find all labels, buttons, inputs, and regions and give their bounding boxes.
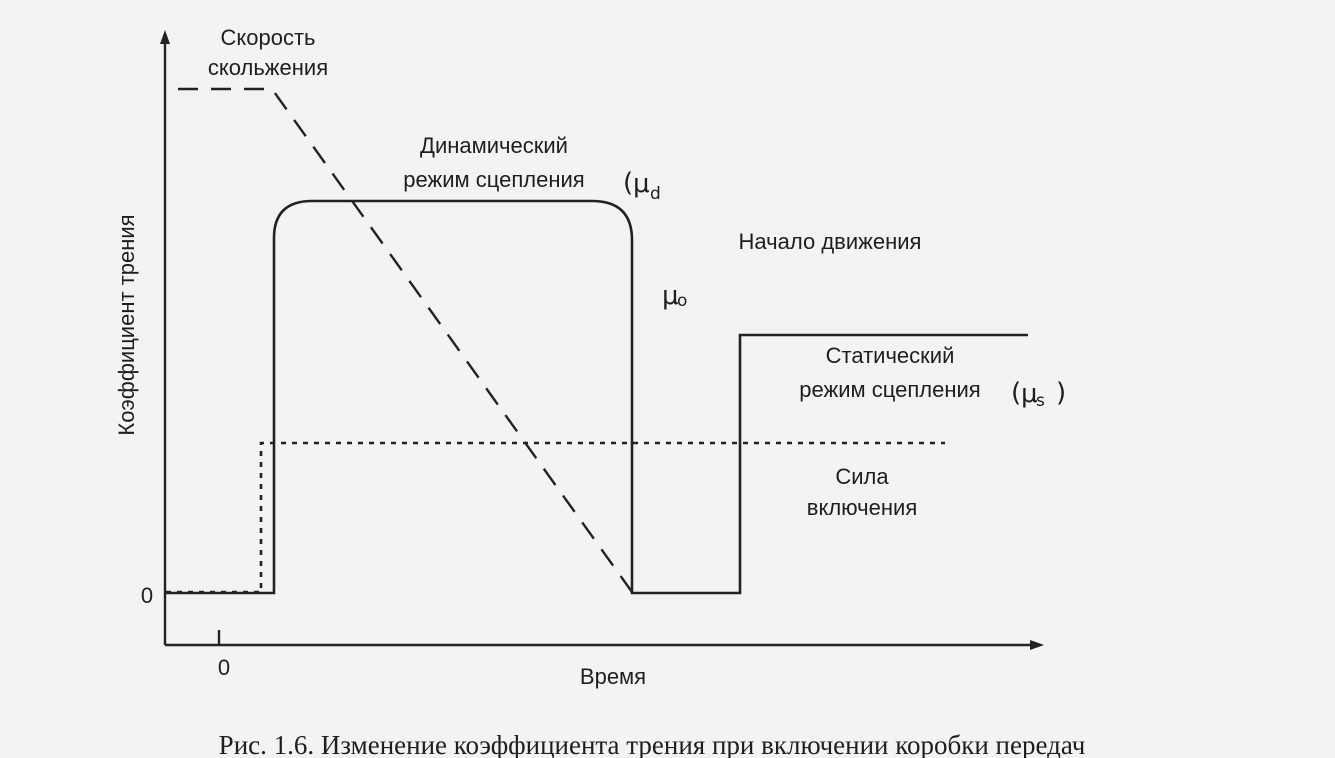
dynamic-label-line1: Динамический	[420, 133, 568, 158]
static-label-line2: режим сцепления	[799, 377, 980, 402]
static-label-line1: Статический	[826, 343, 955, 368]
engagement-force-label-line2: включения	[807, 495, 917, 520]
y-axis-arrowhead	[160, 30, 170, 44]
x-axis-arrowhead	[1030, 640, 1044, 650]
static-symbol-open-paren: (	[1011, 378, 1021, 408]
engagement-force-label-line1: Сила	[835, 464, 889, 489]
figure-caption: Рис. 1.6. Изменение коэффициента трения …	[219, 730, 1086, 758]
dynamic-symbol-subscript: d	[650, 184, 661, 204]
mu-zero-subscript: o	[677, 291, 687, 311]
sliding-speed-label-line1: Скорость	[220, 25, 315, 50]
engagement-force-curve	[166, 441, 945, 594]
static-symbol-subscript: s	[1036, 391, 1045, 411]
x-zero-label: 0	[218, 655, 230, 680]
y-axis-label: Коэффициент трения	[114, 214, 139, 435]
dynamic-symbol-open-paren: (	[623, 168, 633, 198]
mu-zero-symbol: μ	[662, 281, 679, 311]
static-symbol-mu: μ	[1021, 379, 1038, 409]
sliding-speed-label-line2: скольжения	[208, 55, 328, 80]
motion-start-label: Начало движения	[739, 229, 922, 254]
dynamic-label-line2: режим сцепления	[403, 167, 584, 192]
dynamic-symbol-mu: μ	[633, 169, 650, 199]
x-axis-label: Время	[580, 664, 646, 689]
y-zero-label: 0	[141, 583, 153, 608]
friction-coefficient-curve	[165, 199, 1028, 595]
static-symbol-close-paren: )	[1056, 378, 1066, 408]
sliding-speed-curve	[178, 87, 633, 593]
